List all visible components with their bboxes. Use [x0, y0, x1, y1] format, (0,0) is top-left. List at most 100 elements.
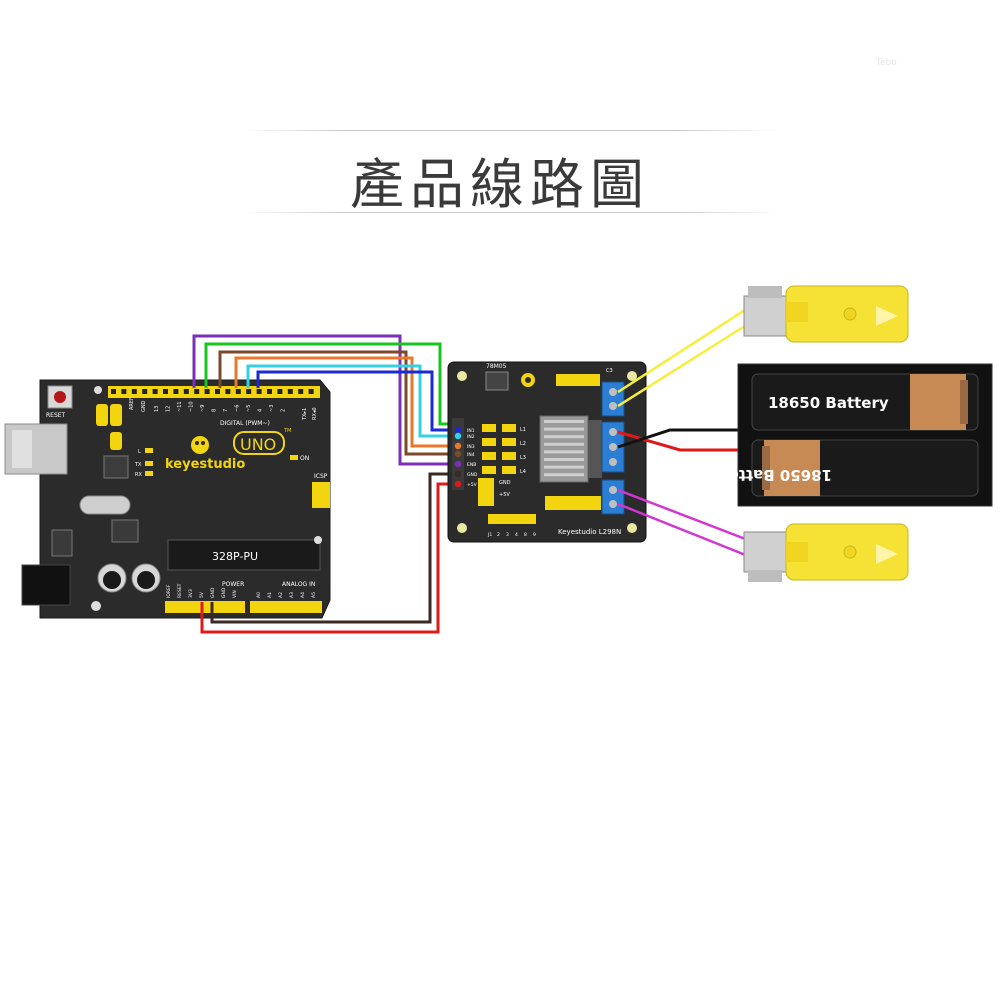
digital-pin-label: ~3 — [269, 405, 275, 412]
digital-pin-label: ~6 — [235, 405, 241, 412]
driver-header-label: 9 — [533, 532, 536, 538]
led-rx-label: RX — [135, 472, 142, 478]
motor-top — [743, 285, 909, 343]
driver-led-label: L1 — [520, 427, 526, 433]
header-hole — [152, 389, 158, 394]
header-hole — [121, 389, 127, 394]
analog-pin-label: A1 — [267, 592, 273, 598]
brand-label: keyestudio — [165, 457, 245, 472]
on-label: ON — [300, 455, 309, 462]
header-hole — [256, 389, 262, 394]
header-hole — [215, 389, 220, 394]
aref-label: AREF — [129, 397, 135, 410]
digital-header-pins — [111, 389, 314, 394]
uno-badge — [233, 431, 285, 455]
signal-wires — [192, 334, 452, 634]
driver-pin — [454, 470, 462, 478]
wire-yellow-motor-a1 — [617, 306, 749, 394]
wire-magenta-motor-b2 — [617, 502, 749, 558]
battery-holder: 18650 Battery 18650 Battery — [711, 363, 993, 507]
header-hole — [131, 389, 137, 394]
driver-pin — [454, 442, 462, 450]
analog-pin-label: A4 — [300, 592, 306, 598]
driver-header-label: 4 — [515, 532, 518, 538]
driver-pin-label: IN1 — [467, 428, 475, 434]
wire-purple-pin11 — [192, 334, 452, 466]
analog-pin-label: A3 — [289, 592, 295, 598]
digital-pin-label: ~5 — [246, 405, 252, 412]
terminal-motor-b — [601, 479, 625, 515]
driver-header-label: 8 — [524, 532, 527, 538]
driver-label: Keyestudio L298N — [558, 528, 621, 536]
analog-pin-labels: A0 A1 A2 A3 A4 A5 — [256, 592, 317, 598]
uno-label: UNO — [240, 435, 276, 454]
driver-led-label: L4 — [520, 469, 526, 475]
header-hole — [204, 389, 210, 394]
driver-pin — [454, 480, 462, 488]
title-rule-top — [240, 130, 780, 131]
digital-pin-label: 8 — [212, 409, 218, 412]
battery-top-label: 18650 Battery — [768, 394, 889, 412]
analog-pin-label: A5 — [311, 592, 317, 598]
title-rule-bottom — [240, 212, 780, 213]
header-hole — [142, 389, 148, 394]
led-tx-label: TX — [134, 462, 142, 468]
wire-magenta-motor-b1 — [617, 488, 749, 542]
power-jack — [21, 564, 71, 606]
driver-pin-label: IN3 — [467, 444, 475, 450]
page-title: 產品線路圖 — [350, 153, 650, 216]
header-hole — [235, 389, 241, 394]
header-hole — [287, 389, 293, 394]
battery-bottom-label: 18650 Battery — [711, 466, 832, 484]
analog-pin-label: A0 — [256, 592, 262, 598]
chip-label: 328P-PU — [212, 550, 258, 563]
watermark-text: Tebo — [876, 58, 897, 68]
digital-pin-label: ~11 — [177, 401, 183, 412]
header-hole — [298, 389, 304, 394]
icsp-label: ICSP — [314, 473, 328, 480]
wire-orange-pin6 — [234, 356, 452, 448]
title-area: 產品線路圖 — [0, 128, 1000, 218]
crystal — [79, 495, 131, 515]
wire-blue-pin3 — [256, 370, 452, 432]
power-pin-label: RESET — [177, 583, 183, 598]
driver-pin-label: IN4 — [467, 452, 475, 458]
led-l-label: L — [138, 449, 141, 455]
driver-led-label: L2 — [520, 441, 526, 447]
led-icon — [482, 424, 496, 432]
wire-cyan-pin5 — [246, 364, 452, 438]
driver-pin-label: ENB — [467, 462, 476, 468]
driver-pin-label: IN2 — [467, 434, 475, 440]
wire-brown-pin9 — [218, 350, 452, 456]
driver-header-label: 3 — [506, 532, 509, 538]
cap-label: C3 — [606, 368, 613, 374]
motor-wires — [617, 306, 749, 558]
wire-green-pin10 — [204, 342, 452, 426]
digital-pin-label: 13 — [154, 406, 160, 412]
wire-red-5v — [200, 482, 452, 634]
atmega-chip — [167, 539, 321, 571]
driver-header-label: 2 — [497, 532, 500, 538]
header-hole — [308, 389, 314, 394]
wire-black-battery — [617, 428, 742, 449]
header-hole — [277, 389, 283, 394]
terminal-motor-a — [601, 381, 625, 417]
digital-pin-label: ~10 — [189, 401, 195, 412]
wire-black-gnd — [210, 472, 452, 624]
reset-label: RESET — [46, 412, 66, 419]
header-hole — [267, 389, 272, 394]
header-hole — [225, 389, 231, 394]
power-pin-label: GND — [221, 587, 227, 598]
regulator-label: 78M05 — [486, 363, 507, 370]
analog-pin-label: A2 — [278, 592, 284, 598]
driver-pin-label: GND — [467, 472, 478, 478]
header-hole — [194, 389, 200, 394]
header-hole — [111, 389, 116, 394]
driver-5v-label: +5V — [499, 492, 510, 498]
motor-bottom — [743, 523, 909, 582]
